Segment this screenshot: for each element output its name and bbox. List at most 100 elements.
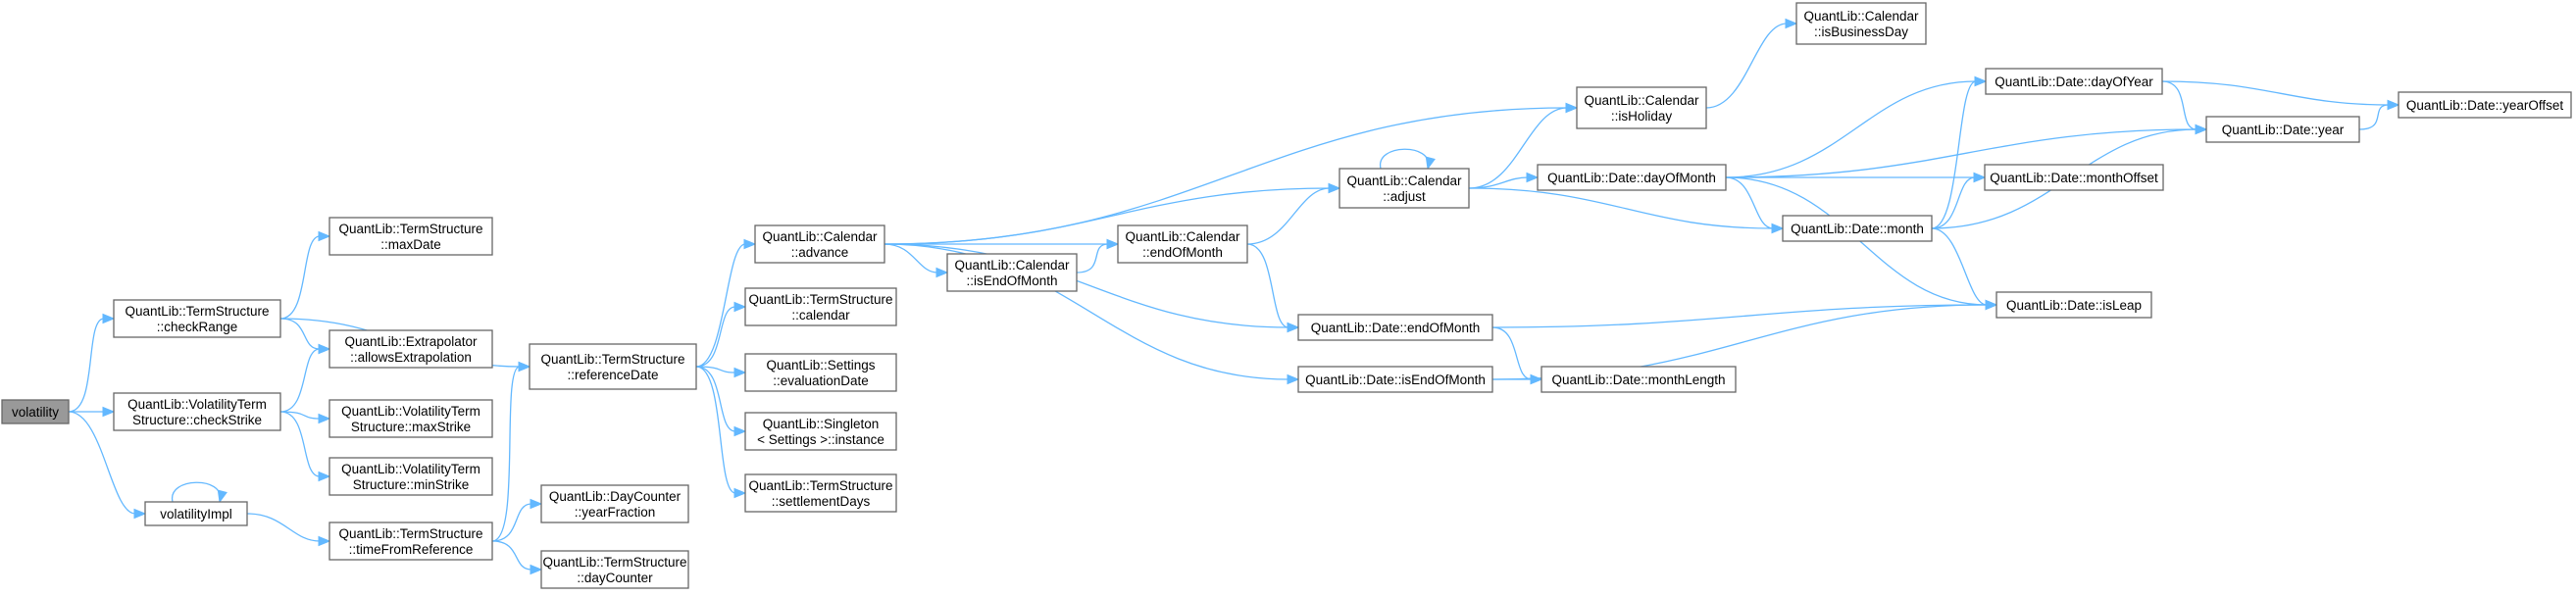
node-label-line: ::yearFraction: [575, 505, 656, 520]
edge-volatility-to-check-strike: [68, 406, 116, 418]
edge-arrowhead: [518, 361, 531, 372]
node-label-line: QuantLib::TermStructure: [542, 555, 686, 570]
node-end-of-month-cal[interactable]: QuantLib::Calendar::endOfMonth: [1117, 224, 1248, 264]
node-month[interactable]: QuantLib::Date::month: [1782, 215, 1933, 242]
edge-line: [1468, 187, 1774, 229]
edge-day-of-month-to-month-offset: [1726, 172, 1987, 183]
node-instance[interactable]: QuantLib::Singleton< Settings >::instanc…: [744, 412, 897, 451]
node-label-line: QuantLib::TermStructure: [748, 478, 892, 493]
node-is-business-day[interactable]: QuantLib::Calendar::isBusinessDay: [1795, 2, 1927, 45]
node-reference-date[interactable]: QuantLib::TermStructure::referenceDate: [529, 343, 697, 390]
node-label-line: QuantLib::Date::isLeap: [2006, 298, 2142, 313]
node-day-of-year[interactable]: QuantLib::Date::dayOfYear: [1985, 68, 2163, 95]
node-is-holiday[interactable]: QuantLib::Calendar::isHoliday: [1576, 86, 1707, 129]
node-evaluation-date[interactable]: QuantLib::Settings::evaluationDate: [744, 353, 897, 392]
node-year[interactable]: QuantLib::Date::year: [2205, 116, 2360, 143]
node-allows-extrapolation[interactable]: QuantLib::Extrapolator::allowsExtrapolat…: [328, 329, 493, 369]
node-box: [744, 353, 897, 392]
edge-reference-date-to-evaluation-date: [695, 366, 747, 378]
node-settlement-days[interactable]: QuantLib::TermStructure::settlementDays: [744, 473, 897, 513]
node-label-line: ::dayCounter: [577, 571, 653, 585]
node-time-from-reference[interactable]: QuantLib::TermStructure::timeFromReferen…: [328, 522, 493, 561]
edge-check-strike-to-min-strike: [279, 411, 331, 482]
node-box: [1576, 86, 1707, 129]
edge-line: [491, 540, 532, 571]
node-year-offset[interactable]: QuantLib::Date::yearOffset: [2398, 91, 2572, 119]
edge-is-holiday-to-is-business-day: [1705, 18, 1798, 109]
node-max-strike[interactable]: QuantLib::VolatilityTermStructure::maxSt…: [328, 399, 493, 438]
node-label-line: ::isEndOfMonth: [966, 273, 1057, 288]
node-box: [754, 224, 885, 264]
node-label-line: QuantLib::Date::dayOfYear: [1995, 74, 2153, 89]
node-box: [744, 473, 897, 513]
node-check-strike[interactable]: QuantLib::VolatilityTermStructure::check…: [113, 392, 281, 431]
edge-line: [1246, 187, 1331, 245]
edge-line: [1491, 304, 1988, 328]
node-label-line: < Settings >::instance: [757, 432, 884, 447]
edge-time-from-reference-to-reference-date: [491, 361, 531, 542]
node-day-counter[interactable]: QuantLib::TermStructure::dayCounter: [540, 550, 689, 589]
node-date-is-end-of-month[interactable]: QuantLib::Date::isEndOfMonth: [1297, 366, 1493, 393]
node-box: [328, 329, 493, 369]
edge-arrowhead: [935, 267, 949, 278]
node-is-end-of-month-cal[interactable]: QuantLib::Calendar::isEndOfMonth: [946, 253, 1078, 292]
edge-line: [884, 187, 1331, 245]
edge-line: [1491, 326, 1533, 380]
node-label-line: QuantLib::Date::dayOfMonth: [1547, 171, 1716, 185]
node-box: [1297, 314, 1493, 341]
node-box: [328, 522, 493, 561]
node-label-line: QuantLib::Date::monthLength: [1551, 372, 1725, 387]
node-check-range[interactable]: QuantLib::TermStructure::checkRange: [113, 299, 281, 338]
node-month-offset[interactable]: QuantLib::Date::monthOffset: [1984, 164, 2164, 191]
node-box: [113, 392, 281, 431]
node-label-line: QuantLib::Calendar: [1125, 229, 1240, 244]
node-day-of-month[interactable]: QuantLib::Date::dayOfMonth: [1537, 164, 1727, 191]
node-is-leap[interactable]: QuantLib::Date::isLeap: [1995, 291, 2152, 319]
node-box: [529, 343, 697, 390]
node-advance[interactable]: QuantLib::Calendar::advance: [754, 224, 885, 264]
node-box: [1984, 164, 2164, 191]
node-date-end-of-month[interactable]: QuantLib::Date::endOfMonth: [1297, 314, 1493, 341]
node-label-line: ::allowsExtrapolation: [350, 350, 472, 365]
node-box: [2205, 116, 2360, 143]
node-box: [2398, 91, 2572, 119]
edge-arrowhead: [1565, 102, 1579, 114]
node-label-line: QuantLib::Calendar: [1803, 9, 1919, 24]
node-min-strike[interactable]: QuantLib::VolatilityTermStructure::minSt…: [328, 457, 493, 496]
edge-line: [279, 348, 321, 413]
edge-line: [1468, 107, 1568, 189]
node-label-line: Structure::checkStrike: [132, 413, 262, 427]
edge-time-from-reference-to-year-fraction: [491, 498, 543, 542]
edge-arrowhead: [1973, 172, 1987, 183]
edge-arrowhead: [1974, 75, 1988, 87]
node-box: [1339, 168, 1470, 209]
node-label-line: QuantLib::Singleton: [763, 417, 880, 431]
edge-line: [279, 235, 321, 320]
node-volatility[interactable]: volatility: [1, 399, 70, 424]
node-volatility-impl[interactable]: volatilityImpl: [144, 501, 248, 526]
node-max-date[interactable]: QuantLib::TermStructure::maxDate: [328, 217, 493, 256]
edge-line: [1705, 23, 1788, 109]
edge-arrowhead: [1785, 18, 1798, 29]
node-box: [946, 253, 1078, 292]
edge-arrowhead: [2195, 124, 2208, 135]
node-label-line: ::timeFromReference: [349, 542, 474, 557]
node-box: [328, 457, 493, 496]
node-adjust[interactable]: QuantLib::Calendar::adjust: [1339, 168, 1470, 209]
node-month-length[interactable]: QuantLib::Date::monthLength: [1541, 366, 1737, 393]
edge-reference-date-to-settlement-days: [695, 366, 747, 499]
edge-line: [695, 306, 736, 368]
node-year-fraction[interactable]: QuantLib::DayCounter::yearFraction: [540, 484, 689, 523]
edge-line: [68, 318, 105, 413]
edge-arrowhead: [1526, 172, 1540, 183]
edge-month-to-month-offset: [1931, 172, 1987, 229]
edge-volatility-impl-to-time-from-reference: [246, 513, 331, 547]
edge-line: [695, 366, 736, 494]
edge-end-of-month-cal-to-date-end-of-month: [1246, 243, 1300, 333]
node-box: [328, 217, 493, 256]
edge-line: [1931, 227, 1988, 306]
edge-day-of-month-to-month: [1725, 176, 1785, 234]
node-calendar[interactable]: QuantLib::TermStructure::calendar: [744, 287, 897, 326]
node-label-line: QuantLib::Date::isEndOfMonth: [1305, 372, 1486, 387]
